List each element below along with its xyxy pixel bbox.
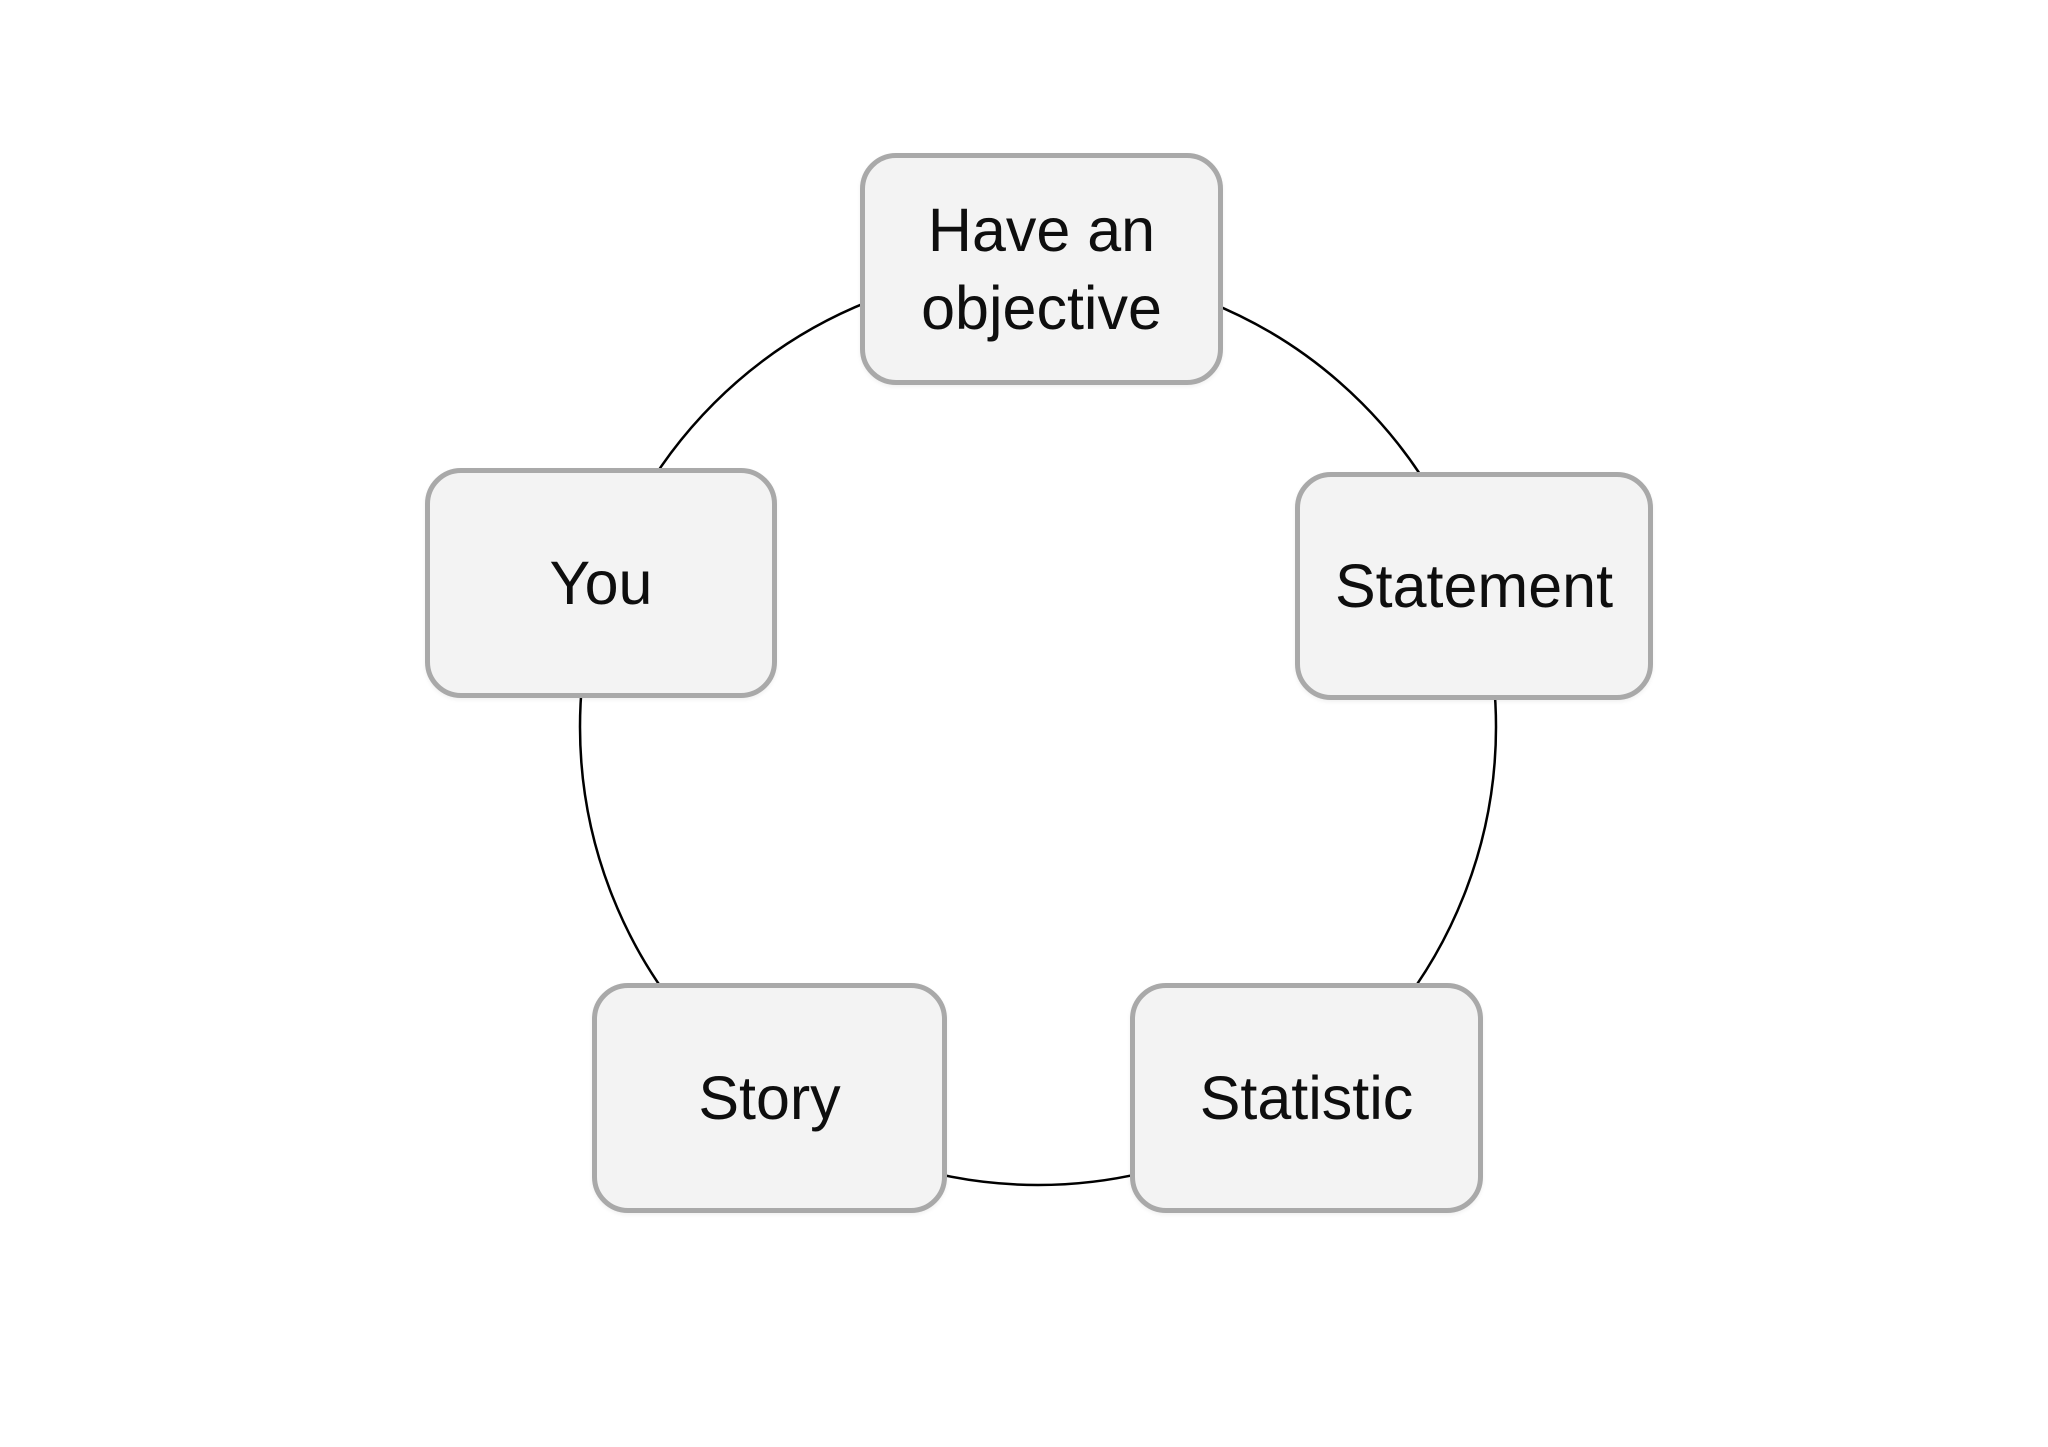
node-statement-label: Statement [1334, 551, 1614, 620]
node-statistic: Statistic [1130, 983, 1483, 1213]
node-you: You [425, 468, 777, 698]
node-have-an-objective-label: Have an objective [921, 195, 1162, 342]
node-statement: Statement [1295, 472, 1653, 700]
node-story: Story [592, 983, 947, 1213]
node-you-label: You [549, 548, 653, 617]
node-story-label: Story [698, 1063, 841, 1132]
node-have-an-objective: Have an objective [860, 153, 1223, 385]
node-statistic-label: Statistic [1199, 1063, 1414, 1132]
